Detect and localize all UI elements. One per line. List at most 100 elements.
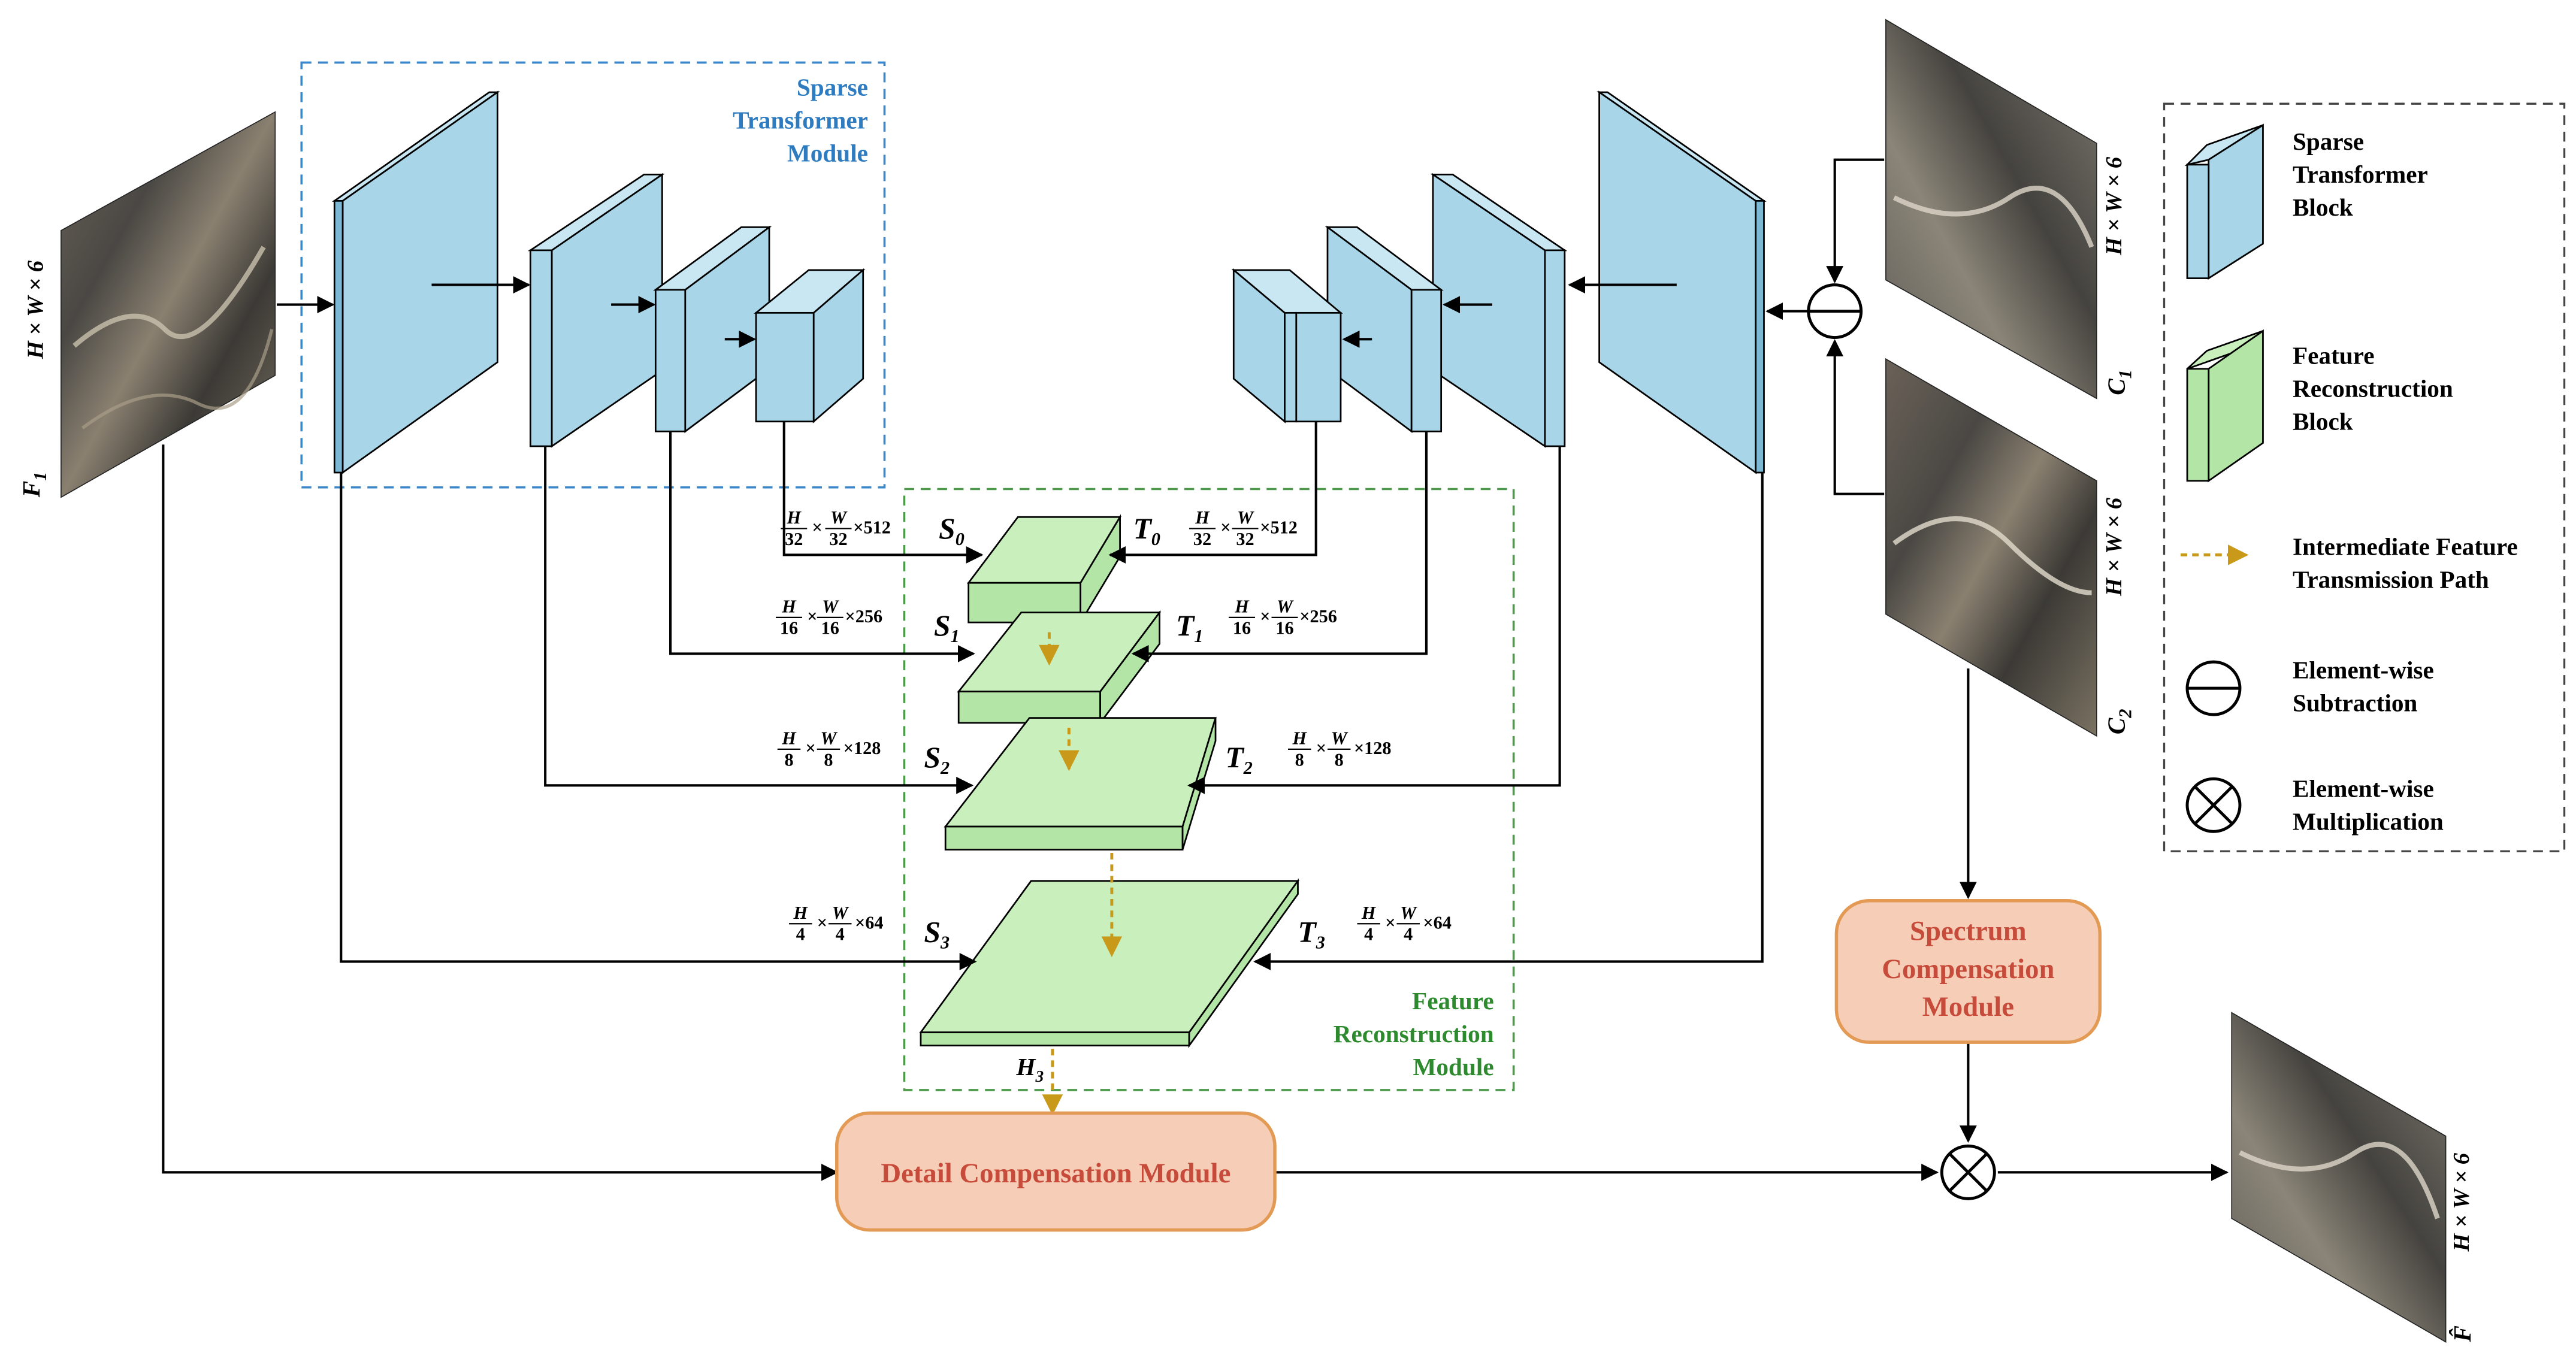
svg-text:W: W xyxy=(1277,597,1294,617)
svg-text:×: × xyxy=(806,738,816,758)
svg-text:H: H xyxy=(781,728,797,749)
sparse-transformer-module-border xyxy=(300,61,886,489)
detail-compensation-module-label: Detail Compensation Module xyxy=(881,1158,1230,1189)
svg-text:×: × xyxy=(817,912,827,933)
input-image-c1: H × W × 6 C1 xyxy=(1885,19,2136,399)
spectrum-compensation-module-line1: Spectrum xyxy=(1910,916,2027,947)
spectrum-compensation-module: Spectrum Compensation Module xyxy=(1834,899,2102,1044)
s3-label: S3 xyxy=(924,915,950,952)
svg-text:×: × xyxy=(812,517,823,538)
svg-text:W: W xyxy=(1237,507,1254,528)
intermediate-feature-paths xyxy=(1039,632,1123,1115)
svg-text:×64: ×64 xyxy=(855,912,883,933)
svg-text:Multiplication: Multiplication xyxy=(2293,808,2444,836)
legend-item-feature-block: Feature Reconstruction Block xyxy=(2186,329,2453,483)
reconstruction-block-0 xyxy=(966,514,1122,626)
encoder-blocks xyxy=(331,90,866,474)
svg-text:32: 32 xyxy=(785,529,803,549)
encoder-block-2 xyxy=(527,172,665,448)
svg-text:×512: ×512 xyxy=(1260,517,1298,538)
s0-label: S0 xyxy=(939,512,965,549)
t0-label: T0 xyxy=(1133,512,1160,549)
svg-text:Feature: Feature xyxy=(2293,342,2375,370)
svg-text:Sparse: Sparse xyxy=(2293,128,2364,155)
feature-reconstruction-blocks xyxy=(919,514,1300,1048)
s-feature-labels: S0 H 32 × W 32 ×512 S1 H 16 × W 16 ×256 … xyxy=(776,507,965,952)
svg-text:32: 32 xyxy=(1193,529,1211,549)
feature-reconstruction-module-border xyxy=(903,488,1515,1091)
svg-text:16: 16 xyxy=(1233,618,1251,638)
svg-text:8: 8 xyxy=(824,749,833,770)
s2-dimension: H 8 × W 8 ×128 xyxy=(777,728,881,770)
svg-text:16: 16 xyxy=(1275,618,1293,638)
reconstruction-block-1 xyxy=(957,610,1162,725)
svg-text:Element-wise: Element-wise xyxy=(2293,775,2434,803)
svg-text:Intermediate Feature: Intermediate Feature xyxy=(2293,532,2518,560)
sparse-transformer-module-title-line1: Sparse xyxy=(797,73,868,101)
input-image-f1: H × W × 6 F1 xyxy=(17,111,276,498)
svg-text:W: W xyxy=(1400,903,1417,923)
svg-text:Block: Block xyxy=(2293,408,2353,435)
svg-text:H: H xyxy=(787,507,802,528)
feature-reconstruction-module: Feature Reconstruction Module xyxy=(903,488,1515,1091)
s3-dimension: H 4 × W 4 ×64 xyxy=(789,903,883,945)
encoder-block-3 xyxy=(653,225,772,434)
t0-dimension: H 32 × W 32 ×512 xyxy=(1189,507,1298,549)
encoder-block-1 xyxy=(331,90,500,474)
legend-item-dashed-arrow: Intermediate Feature Transmission Path xyxy=(2181,532,2518,593)
spectrum-compensation-module-line3: Module xyxy=(1922,991,2014,1022)
input-image-f1-picture xyxy=(61,111,276,498)
t-feature-labels: T0 H 32 × W 32 ×512 T1 H 16 × W 16 ×256 … xyxy=(1015,507,1451,1085)
svg-text:8: 8 xyxy=(1335,749,1344,770)
svg-text:H: H xyxy=(1361,903,1377,923)
reconstruction-block-3 xyxy=(919,878,1300,1048)
input-image-f1-size: H × W × 6 xyxy=(23,260,49,359)
input-image-c2-size: H × W × 6 xyxy=(2102,497,2127,597)
svg-text:Reconstruction: Reconstruction xyxy=(2293,375,2453,402)
svg-text:×128: ×128 xyxy=(1354,738,1392,758)
decoder-block-1 xyxy=(1597,90,1767,474)
reconstruction-block-2 xyxy=(944,717,1217,851)
legend-border xyxy=(2163,102,2566,852)
input-image-c2-label: C2 xyxy=(2103,709,2136,734)
svg-text:H: H xyxy=(1195,507,1210,528)
s2-label: S2 xyxy=(924,741,950,778)
input-image-f1-label: F1 xyxy=(17,472,50,498)
svg-text:Transmission Path: Transmission Path xyxy=(2293,565,2489,593)
svg-text:×: × xyxy=(1385,912,1395,933)
t3-dimension: H 4 × W 4 ×64 xyxy=(1357,903,1452,945)
svg-text:4: 4 xyxy=(1404,924,1413,945)
output-image-fhat-size: H × W × 6 xyxy=(2449,1152,2474,1252)
decoder-blocks xyxy=(1231,90,1767,474)
svg-text:W: W xyxy=(1331,728,1349,749)
legend-item-sparse-block: Sparse Transformer Block xyxy=(2184,123,2428,280)
svg-text:×: × xyxy=(807,606,817,626)
svg-text:W: W xyxy=(822,597,839,617)
svg-text:32: 32 xyxy=(1236,529,1254,549)
svg-text:8: 8 xyxy=(784,749,793,770)
output-image-fhat: H × W × 6 F̂ xyxy=(2231,1012,2476,1343)
s1-label: S1 xyxy=(934,609,960,646)
s0-dimension: H 32 × W 32 ×512 xyxy=(781,507,891,549)
svg-text:4: 4 xyxy=(1364,924,1373,945)
svg-text:16: 16 xyxy=(821,618,839,638)
subtraction-operator xyxy=(1807,283,1863,340)
svg-text:H: H xyxy=(793,903,809,923)
legend: Sparse Transformer Block Feature Reconst… xyxy=(2163,102,2566,852)
svg-text:×128: ×128 xyxy=(843,738,881,758)
svg-text:16: 16 xyxy=(780,618,798,638)
detail-compensation-module: Detail Compensation Module xyxy=(835,1111,1277,1232)
connections xyxy=(162,158,2229,1181)
multiplication-operator xyxy=(1940,1144,1996,1200)
decoder-block-3 xyxy=(1325,225,1444,434)
svg-text:×512: ×512 xyxy=(853,517,891,538)
svg-text:4: 4 xyxy=(836,924,845,945)
svg-text:H: H xyxy=(781,597,797,617)
svg-text:×256: ×256 xyxy=(1299,606,1337,626)
output-image-fhat-label: F̂ xyxy=(2448,1325,2476,1343)
input-image-c2-picture xyxy=(1885,358,2097,737)
svg-text:×: × xyxy=(1260,606,1270,626)
svg-text:Block: Block xyxy=(2293,193,2353,221)
svg-text:H: H xyxy=(1292,728,1307,749)
